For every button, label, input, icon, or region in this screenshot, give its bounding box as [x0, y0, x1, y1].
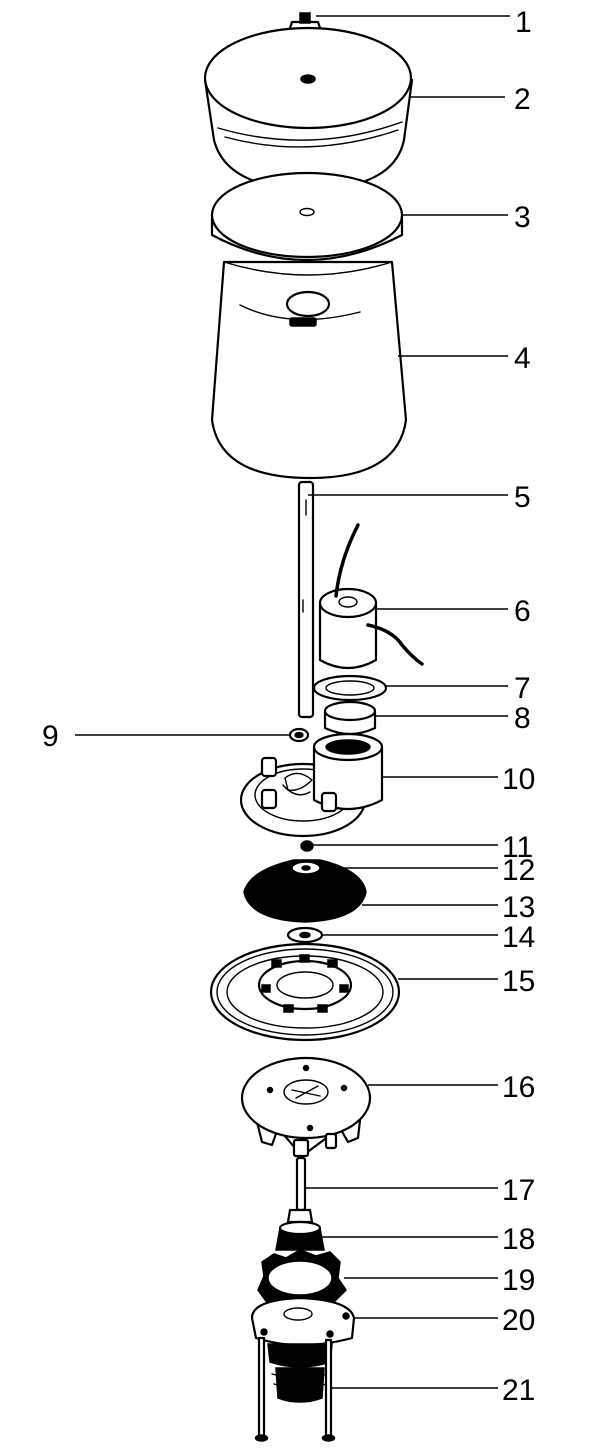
part-2-top-cover [203, 26, 414, 192]
callout-2: 2 [514, 83, 531, 116]
part-14-washer [286, 926, 324, 944]
part-4-housing [210, 260, 408, 480]
callout-16: 16 [502, 1071, 535, 1104]
part-3-gasket [210, 171, 404, 261]
callout-10: 10 [502, 763, 535, 796]
callout-8: 8 [514, 702, 531, 735]
part-9-washer [288, 727, 310, 743]
part-20-base-plate [250, 1296, 356, 1403]
part-6-solenoid-coil [318, 523, 424, 670]
callout-12: 12 [502, 854, 535, 887]
callout-3: 3 [514, 201, 531, 234]
callout-14: 14 [502, 921, 535, 954]
callout-11: 11 [502, 831, 533, 864]
leader-lines [75, 15, 510, 1389]
part-15-seal-ring [209, 942, 401, 1042]
part-5-bolt [297, 480, 315, 719]
callout-5: 5 [514, 481, 531, 514]
callout-7: 7 [514, 672, 531, 705]
part-8-sleeve [323, 700, 377, 736]
part-19-star-gasket [257, 1249, 347, 1309]
callout-13: 13 [502, 891, 535, 924]
part-17-stem [286, 1156, 314, 1224]
part-11-ball [300, 840, 314, 852]
callout-19: 19 [502, 1264, 535, 1297]
callout-15: 15 [502, 965, 535, 998]
part-18-stem-nut [275, 1220, 325, 1251]
callout-20: 20 [502, 1304, 535, 1337]
callout-6: 6 [514, 595, 531, 628]
part-16-valve-plate [240, 1056, 372, 1158]
callout-21: 21 [502, 1374, 535, 1407]
part-10-valve-body [239, 732, 384, 838]
part-13-diaphragm [243, 859, 367, 923]
callout-17: 17 [502, 1174, 535, 1207]
part-7-ring [312, 674, 388, 702]
callout-9: 9 [42, 720, 59, 753]
callout-18: 18 [502, 1223, 535, 1256]
callout-4: 4 [514, 342, 531, 375]
callout-1: 1 [515, 6, 532, 39]
callout-labels: 1 2 3 4 5 6 7 8 9 10 11 12 13 14 15 16 1… [42, 6, 535, 1407]
